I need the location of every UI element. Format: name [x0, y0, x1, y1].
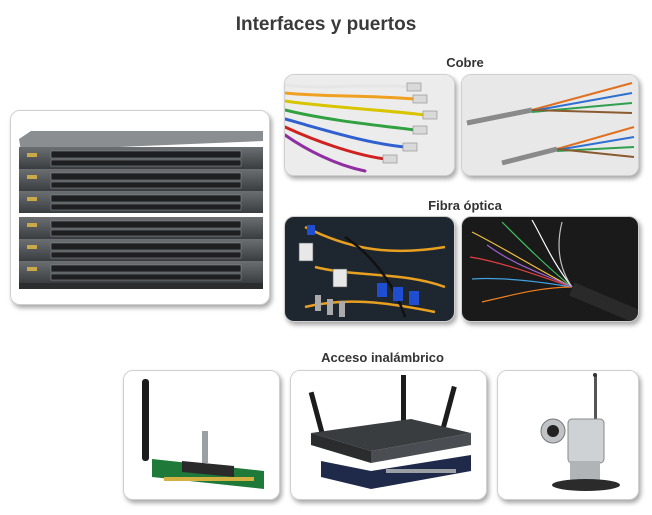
section-label-copper: Cobre: [446, 55, 484, 70]
switch-stack-icon: [11, 111, 269, 304]
section-label-fiber: Fibra óptica: [428, 198, 502, 213]
wireless-camera-image: [497, 370, 639, 500]
page-title: Interfaces y puertos: [235, 14, 417, 35]
patch-cables-icon: [285, 75, 454, 175]
twisted-pair-icon: [462, 75, 638, 175]
wireless-router-image: [290, 370, 487, 500]
switch-stack-image: [10, 110, 270, 305]
wireless-router-icon: [291, 371, 486, 499]
wireless-camera-icon: [498, 371, 638, 499]
wireless-card-icon: [124, 371, 279, 499]
twisted-pair-image: [461, 74, 639, 176]
wireless-card-image: [123, 370, 280, 500]
fiber-connectors-image: [284, 216, 455, 322]
patch-cables-image: [284, 74, 455, 176]
section-label-wireless: Acceso inalámbrico: [321, 350, 444, 365]
fiber-connectors-icon: [285, 217, 454, 321]
fiber-strands-icon: [462, 217, 638, 321]
fiber-strands-image: [461, 216, 639, 322]
